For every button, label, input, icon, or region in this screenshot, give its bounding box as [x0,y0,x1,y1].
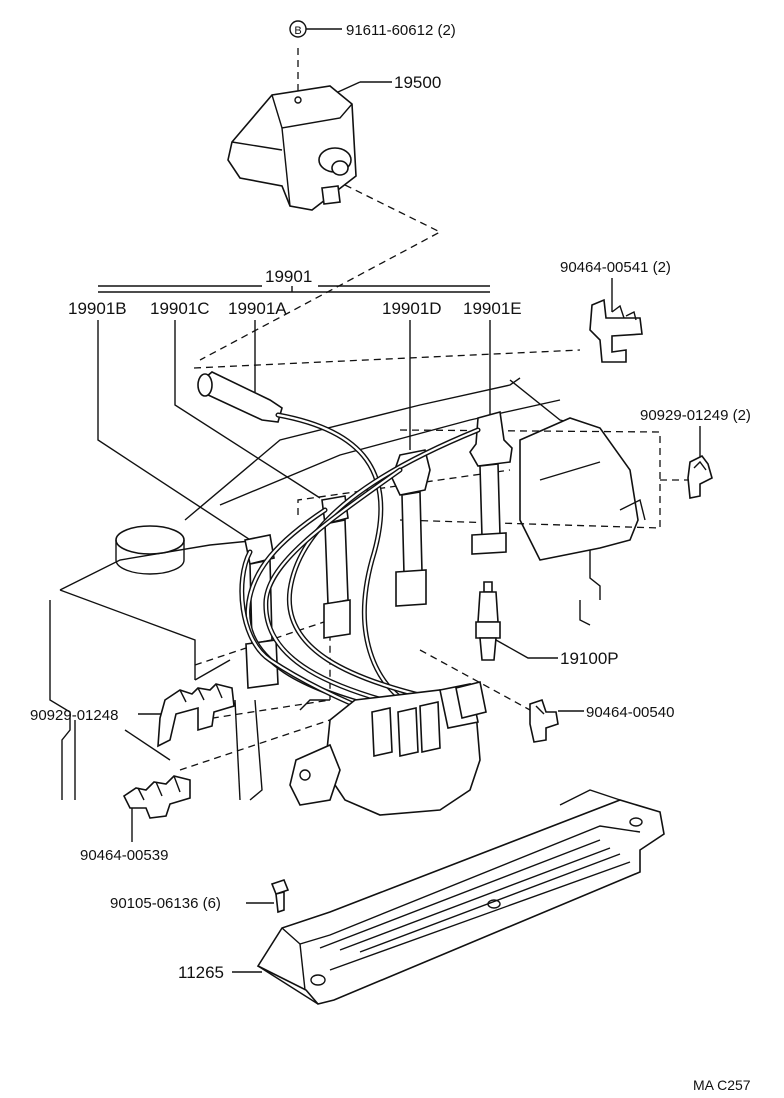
plug-boot-e [469,410,513,555]
cord-a-boot [197,371,283,423]
clip-1249-guide [399,429,661,529]
cord-d-label: 19901D [382,299,442,318]
clamp-1249-label: 90929-01249 (2) [640,407,751,424]
clamp-541[interactable] [589,298,643,363]
cord-e-label: 19901E [463,299,522,318]
clamp-540-label: 90464-00540 [586,704,674,721]
ignition-wires[interactable] [239,412,481,718]
clamp-539-label: 90464-00539 [80,847,168,864]
coil-label: 19500 [394,73,441,92]
svg-text:B: B [294,25,301,37]
head-guide-2 [297,469,511,515]
coil-guide [199,184,442,361]
clamp-539[interactable] [122,775,191,819]
engine-head [49,377,646,801]
clip-540-guide [419,649,531,711]
cord-set-bracket [98,285,490,293]
cover-label: 11265 [178,963,224,982]
distributor [289,681,487,816]
plug-boot-c [321,495,351,639]
head-guide [193,349,581,369]
spark-plug[interactable] [475,581,501,661]
ignition-coil[interactable] [227,85,357,211]
diagram-code: MA C257 [693,1077,751,1093]
clamp-540[interactable] [529,698,559,743]
cord-a-label: 19901A [228,299,287,318]
plug-boot-d [391,449,431,607]
screw-marker: B [289,20,307,38]
bolt[interactable] [270,879,290,914]
cord-set-label: 19901 [265,267,312,286]
clip-1248-guide [194,619,331,700]
screw-label: 91611-60612 (2) [346,22,456,39]
clamp-1249[interactable] [687,454,713,499]
cord-leaders [97,320,491,546]
bolt-label: 90105-06136 (6) [110,895,221,912]
clamp-541-label: 90464-00541 (2) [560,259,671,276]
cord-c-label: 19901C [150,299,210,318]
engine-cover[interactable] [256,789,665,1005]
clamp-1248-label: 90929-01248 [30,707,118,724]
spark-plug-label: 19100P [560,649,619,668]
clamp-1248[interactable] [157,683,235,748]
cord-b-label: 19901B [68,299,127,318]
